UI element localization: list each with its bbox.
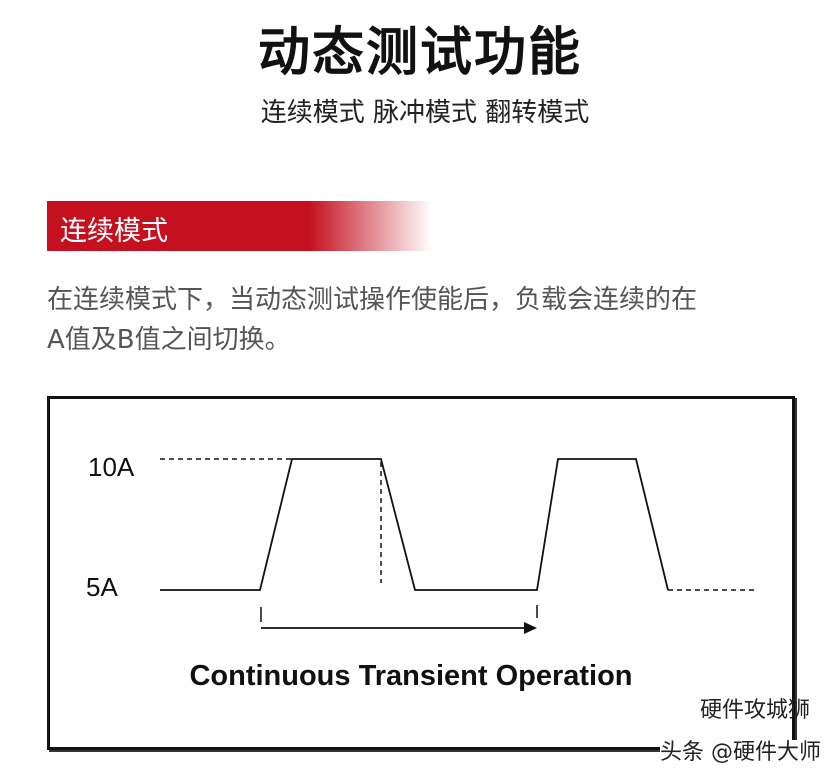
section-label: 连续模式: [60, 216, 168, 247]
description-line-1: 在连续模式下，当动态测试操作使能后，负载会连续的在: [47, 285, 698, 315]
toutiao-watermark: 头条 @硬件大师: [660, 740, 821, 766]
high-level-label: 10A: [88, 452, 135, 482]
waveform-line: [160, 458, 669, 591]
waveform-diagram-frame: [47, 396, 795, 750]
page-title: 动态测试功能: [257, 23, 582, 83]
page-subtitle: 连续模式 脉冲模式 翻转模式: [260, 98, 590, 128]
wechat-watermark: 硬件攻城狮: [700, 698, 811, 723]
low-level-label: 5A: [86, 572, 118, 602]
description: 在连续模式下，当动态测试操作使能后，负载会连续的在 A值及B值之间切换。: [47, 280, 817, 360]
arrow-head-icon: [524, 622, 537, 634]
section-header-bar: 连续模式: [47, 201, 432, 251]
description-line-2: A值及B值之间切换。: [47, 325, 291, 355]
diagram-caption: Continuous Transient Operation: [189, 660, 632, 692]
